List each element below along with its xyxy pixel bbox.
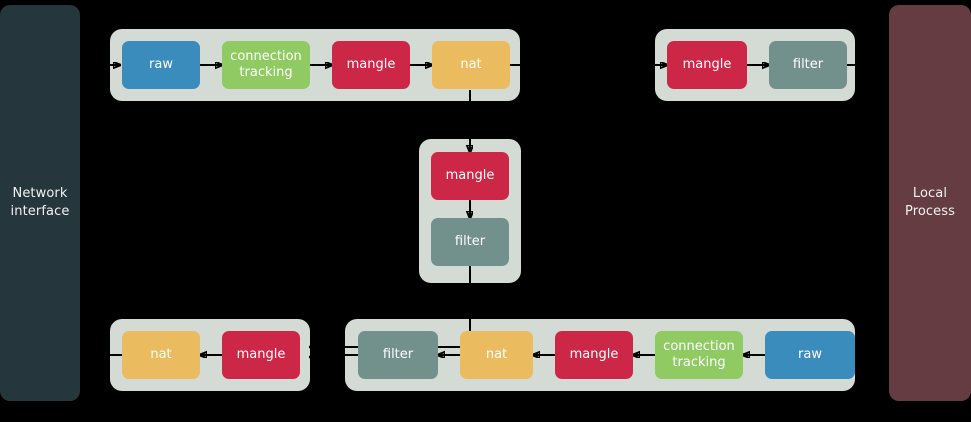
network-interface-label: Network interface [11,185,70,220]
node-forward-mangle[interactable]: mangle [431,152,509,200]
local-process-label-line2: Process [904,204,955,219]
node-output-nat[interactable]: nat [460,331,533,379]
node-input-mangle[interactable]: mangle [667,41,747,89]
local-process-label-line1: Local [912,186,948,202]
node-postrouting-mangle[interactable]: mangle [222,331,300,379]
network-interface-panel: Network interface [0,5,80,401]
network-interface-label-line1: Network [12,186,68,202]
node-pre-mangle[interactable]: mangle [332,41,410,89]
local-process-panel: Local Process [889,5,971,401]
node-pre-ct-line2: tracking [239,65,293,80]
node-input-filter[interactable]: filter [769,41,847,89]
local-process-label: Local Process [905,185,955,220]
node-output-connection-tracking[interactable]: connection tracking [655,331,743,379]
node-forward-filter[interactable]: filter [431,218,509,266]
node-pre-connection-tracking[interactable]: connection tracking [222,41,310,89]
node-output-ct-line1: connection [663,339,735,355]
node-postrouting-nat[interactable]: nat [122,331,200,379]
node-pre-ct-line1: connection [230,49,302,65]
node-output-filter[interactable]: filter [358,331,438,379]
node-pre-raw[interactable]: raw [122,41,200,89]
network-interface-label-line2: interface [10,204,70,219]
node-output-ct-line2: tracking [672,355,726,370]
node-output-raw[interactable]: raw [765,331,855,379]
node-pre-nat[interactable]: nat [432,41,510,89]
node-output-mangle[interactable]: mangle [555,331,633,379]
